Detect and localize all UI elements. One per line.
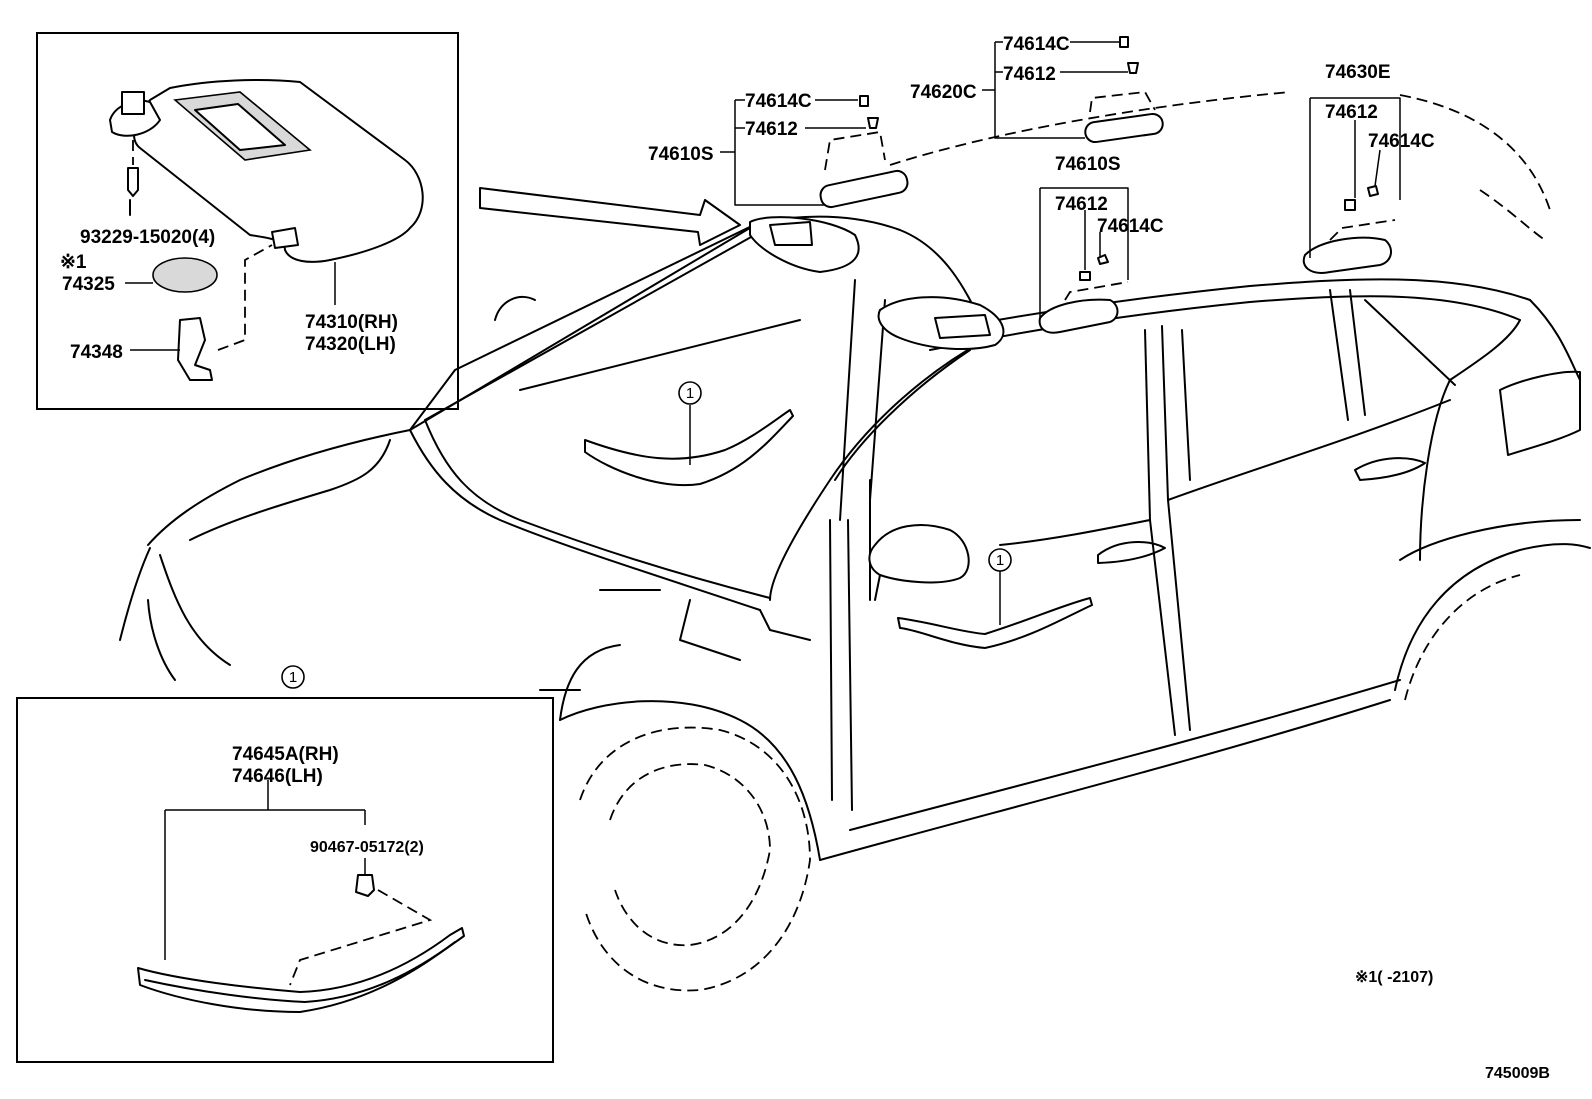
label-note-mark: ※1 xyxy=(60,252,87,273)
label-74612-b: 74612 xyxy=(1003,64,1056,85)
assist-grips: 74614C 74612 74610S 74614C 74612 74620C … xyxy=(648,34,1435,334)
label-74620c: 74620C xyxy=(910,82,977,103)
label-74614c-b: 74614C xyxy=(1003,34,1070,55)
callout-1-lower: 1 xyxy=(996,552,1004,569)
label-93229-15020: 93229-15020(4) xyxy=(80,227,215,248)
callout-1-upper: 1 xyxy=(686,385,694,402)
label-74614c-d: 74614C xyxy=(1368,131,1435,152)
label-74320-lh: 74320(LH) xyxy=(305,334,396,355)
label-74646-lh: 74646(LH) xyxy=(232,766,323,787)
garnish-inset: 74645A(RH) 74646(LH) 90467-05172(2) xyxy=(16,697,554,1063)
label-74310-rh: 74310(RH) xyxy=(305,312,398,333)
garnish-74645a xyxy=(137,927,465,1013)
callouts: 1 1 1 xyxy=(281,381,1093,689)
garnish-on-car-lower xyxy=(897,597,1093,649)
label-74612-c: 74612 xyxy=(1055,194,1108,215)
grip-74610s-a xyxy=(819,169,909,209)
grip-74620c xyxy=(1084,112,1164,144)
label-74325: 74325 xyxy=(62,274,115,295)
label-74612-a: 74612 xyxy=(745,119,798,140)
garnish-on-car-upper xyxy=(584,409,794,486)
grip-74610s-b xyxy=(1038,298,1119,334)
callout-1-inset: 1 xyxy=(289,669,297,686)
label-74614c-c: 74614C xyxy=(1097,216,1164,237)
grip-74630e xyxy=(1302,236,1392,274)
label-74645a-rh: 74645A(RH) xyxy=(232,744,339,765)
label-74614c-a: 74614C xyxy=(745,91,812,112)
clip-74325 xyxy=(152,257,218,293)
mounted-visors xyxy=(749,216,1005,351)
label-74610s-a: 74610S xyxy=(648,144,714,165)
label-90467-05172: 90467-05172(2) xyxy=(310,839,424,856)
screw-93229 xyxy=(127,167,139,197)
holder-74348 xyxy=(177,317,213,381)
footnote-applicability: ※1( -2107) xyxy=(1355,969,1433,986)
sun-visor-inset: 93229-15020(4) ※1 74325 74348 74310(RH) … xyxy=(36,32,459,410)
clip-90467 xyxy=(355,874,375,897)
label-74348: 74348 xyxy=(70,342,123,363)
label-74610s-b: 74610S xyxy=(1055,154,1121,175)
label-74630e: 74630E xyxy=(1325,62,1391,83)
diagram-id: 745009B xyxy=(1485,1065,1550,1082)
label-74612-d: 74612 xyxy=(1325,102,1378,123)
